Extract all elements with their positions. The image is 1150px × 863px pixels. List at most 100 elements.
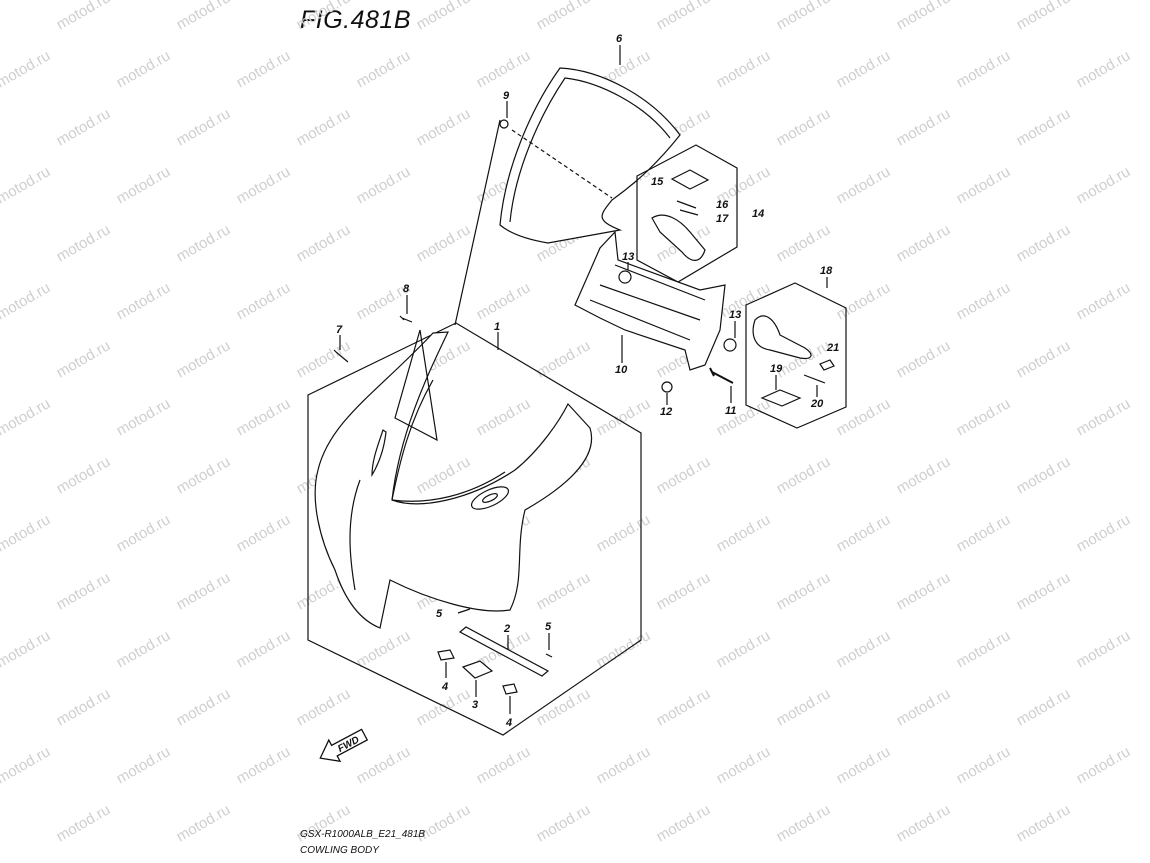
watermark-text: motod.ru — [474, 395, 534, 439]
watermark-text: motod.ru — [654, 801, 714, 845]
part-label-10: 10 — [615, 364, 628, 376]
watermark-text: motod.ru — [54, 801, 114, 845]
watermark-text: motod.ru — [414, 453, 474, 497]
screw-9 — [499, 119, 509, 129]
part-label-17: 17 — [716, 213, 729, 225]
watermark-text: motod.ru — [234, 859, 294, 863]
watermark-text: motod.ru — [174, 569, 234, 613]
bracket-18 — [752, 315, 812, 360]
watermark-text: motod.ru — [774, 685, 834, 729]
watermark-text: motod.ru — [1074, 627, 1134, 671]
watermark-text: motod.ru — [594, 859, 654, 863]
part-label-21: 21 — [826, 342, 839, 354]
watermark-text: motod.ru — [654, 453, 714, 497]
watermark-text: motod.ru — [414, 221, 474, 265]
fwd-label: FWD — [336, 735, 361, 755]
watermark-text: motod.ru — [414, 0, 474, 33]
part-label-5b: 5 — [545, 621, 552, 633]
watermark-text: motod.ru — [0, 859, 53, 863]
watermark-text: motod.ru — [114, 511, 174, 555]
part-label-3: 3 — [472, 699, 478, 711]
watermark-text: motod.ru — [714, 47, 774, 91]
watermark-text: motod.ru — [954, 279, 1014, 323]
watermark-text: motod.ru — [894, 105, 954, 149]
watermark-text: motod.ru — [834, 743, 894, 787]
watermark-text: motod.ru — [1074, 163, 1134, 207]
watermark-text: motod.ru — [54, 453, 114, 497]
watermark-text: motod.ru — [774, 0, 834, 33]
cushion-pad — [461, 660, 494, 679]
watermark-text: motod.ru — [1014, 221, 1074, 265]
pin-20 — [803, 374, 826, 384]
watermark-text: motod.ru — [114, 279, 174, 323]
windscreen-edge — [509, 77, 671, 223]
watermark-text: motod.ru — [1014, 105, 1074, 149]
watermark-text: motod.ru — [0, 627, 53, 671]
watermark-text: motod.ru — [234, 743, 294, 787]
watermark-text: motod.ru — [54, 685, 114, 729]
watermark-text: motod.ru — [714, 511, 774, 555]
watermark-text: motod.ru — [174, 0, 234, 33]
watermark-text: motod.ru — [834, 627, 894, 671]
bracket-group-box-18 — [745, 282, 847, 429]
watermark-text: motod.ru — [234, 511, 294, 555]
part-label-8: 8 — [403, 283, 410, 295]
part-label-9: 9 — [503, 90, 510, 102]
part-label-2: 2 — [503, 623, 510, 635]
watermark-text: motod.ru — [834, 279, 894, 323]
watermark-text: motod.ru — [174, 685, 234, 729]
stay-bracket-10 — [574, 230, 726, 371]
part-label-14: 14 — [752, 208, 764, 220]
watermark-text: motod.ru — [0, 511, 53, 555]
nut-12 — [661, 381, 673, 393]
part-label-4b: 4 — [505, 717, 512, 729]
part-label-20: 20 — [810, 398, 824, 410]
part-label-6: 6 — [616, 33, 623, 45]
watermark-text: motod.ru — [1014, 569, 1074, 613]
part-label-1: 1 — [494, 321, 500, 333]
watermark-text: motod.ru — [354, 47, 414, 91]
watermark-text: motod.ru — [54, 105, 114, 149]
clip-b — [545, 653, 553, 658]
watermark-text: motod.ru — [474, 859, 534, 863]
watermark-text: motod.ru — [774, 221, 834, 265]
watermark-text: motod.ru — [174, 221, 234, 265]
watermark-text: motod.ru — [174, 105, 234, 149]
watermark-text: motod.ru — [834, 47, 894, 91]
watermark-text: motod.ru — [54, 337, 114, 381]
watermark-text: motod.ru — [1014, 685, 1074, 729]
part-label-4a: 4 — [441, 681, 448, 693]
watermark-text: motod.ru — [114, 395, 174, 439]
seal-21 — [819, 359, 835, 371]
watermark-text: motod.ru — [234, 627, 294, 671]
pin-16 — [676, 200, 697, 209]
watermark-text: motod.ru — [894, 221, 954, 265]
watermark-text: motod.ru — [0, 743, 53, 787]
watermark-text: motod.ru — [114, 163, 174, 207]
watermark-text: motod.ru — [1074, 743, 1134, 787]
watermark-text: motod.ru — [594, 743, 654, 787]
watermark-text: motod.ru — [534, 801, 594, 845]
part-label-18: 18 — [820, 265, 833, 277]
screw-7 — [333, 349, 349, 363]
watermark-text: motod.ru — [834, 395, 894, 439]
watermark-text: motod.ru — [354, 627, 414, 671]
part-label-19: 19 — [770, 363, 783, 375]
watermark-text: motod.ru — [1014, 453, 1074, 497]
part-label-12: 12 — [660, 406, 672, 418]
watermark-text: motod.ru — [774, 105, 834, 149]
watermark-text: motod.ru — [954, 47, 1014, 91]
watermark-text: motod.ru — [354, 859, 414, 863]
nut-13a — [618, 270, 632, 284]
watermark-text: motod.ru — [354, 743, 414, 787]
watermark-text: motod.ru — [834, 163, 894, 207]
watermark-text: motod.ru — [1074, 395, 1134, 439]
watermark-text: motod.ru — [594, 627, 654, 671]
clip-a — [457, 608, 471, 614]
part-label-16: 16 — [716, 199, 729, 211]
part-label-13a: 13 — [622, 251, 634, 263]
watermark-text: motod.ru — [654, 685, 714, 729]
watermark-text: motod.ru — [1074, 279, 1134, 323]
watermark-text: motod.ru — [1014, 0, 1074, 33]
